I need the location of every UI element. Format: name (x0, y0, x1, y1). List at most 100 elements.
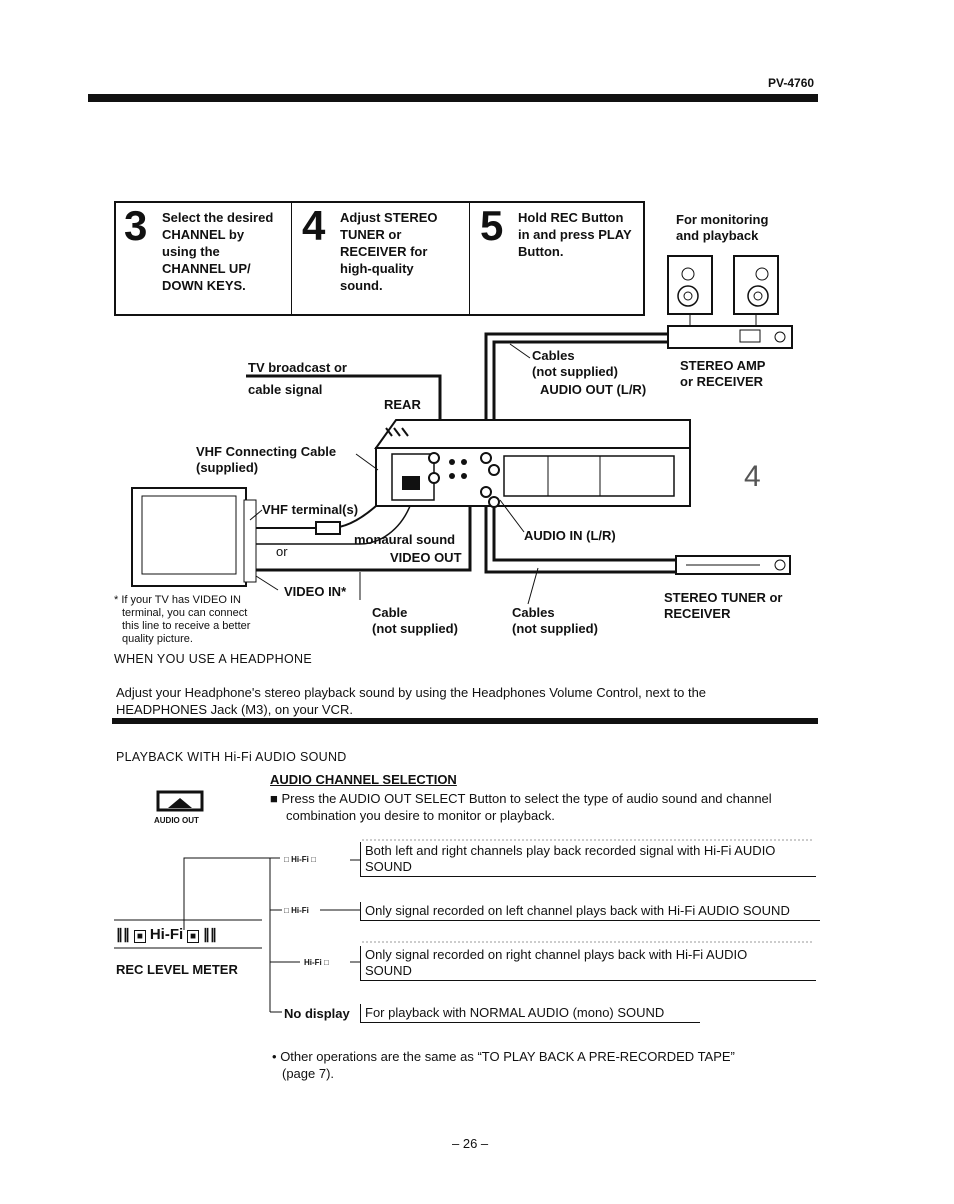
speaker-right-icon (733, 255, 779, 315)
option-line: Only signal recorded on left channel pla… (365, 903, 790, 918)
option-line: SOUND (365, 963, 412, 978)
other-operations-text: • Other operations are the same as “TO P… (272, 1048, 735, 1082)
right-channel-icon: ■ (187, 930, 200, 943)
speaker-left-icon (667, 255, 713, 315)
step-divider (291, 203, 292, 314)
text-line: Press the AUDIO OUT SELECT Button to sel… (281, 791, 772, 806)
option-both-channels: Both left and right channels play back r… (360, 842, 816, 877)
vhf-cable-label: VHF Connecting Cable (supplied) (196, 444, 336, 476)
label-line: Cables (512, 605, 555, 620)
step-line: CHANNEL by (162, 227, 245, 242)
step-number: 4 (302, 202, 326, 249)
cables-top-label: Cables (not supplied) (532, 348, 618, 380)
steps-table: 3 Select the desired CHANNEL by using th… (114, 201, 645, 316)
step-line: sound. (340, 278, 383, 293)
audio-out-button-icon (156, 790, 204, 812)
audio-out-label: AUDIO OUT (L/R) (540, 382, 647, 397)
cable-bottom-label: Cable (not supplied) (372, 605, 458, 637)
footnote: * If your TV has VIDEO IN terminal, you … (114, 594, 250, 646)
bullet-icon: ■ (270, 791, 278, 806)
step-line: Select the desired (162, 210, 274, 225)
indicator-left: □ Hi-Fi (284, 906, 309, 915)
option-normal-audio: For playback with NORMAL AUDIO (mono) SO… (360, 1004, 700, 1023)
footnote-line: this line to receive a better (122, 620, 251, 632)
step-line: Hold REC Button (518, 210, 624, 225)
instruction-text: ■ Press the AUDIO OUT SELECT Button to s… (270, 790, 772, 824)
footnote-line: * If your TV has VIDEO IN (114, 594, 241, 606)
label-line: (supplied) (196, 460, 259, 475)
label-line: (not supplied) (532, 364, 618, 379)
no-display-label: No display (284, 1006, 350, 1021)
label-line: Cable (372, 605, 408, 620)
stereo-amp-label: STEREO AMP or RECEIVER (680, 358, 765, 390)
stereo-tuner-icon (675, 555, 791, 575)
label-line: (not supplied) (512, 621, 598, 636)
rear-label: REAR (384, 397, 421, 412)
step-text: Select the desired CHANNEL by using the … (162, 209, 290, 294)
rec-level-meter-label: REC LEVEL METER (116, 962, 238, 977)
step-4: 4 Adjust STEREO TUNER or RECEIVER for hi… (294, 203, 470, 314)
step-line: TUNER or (340, 227, 402, 242)
step-divider (469, 203, 470, 314)
side-mark: 4 (744, 460, 761, 493)
step-text: Adjust STEREO TUNER or RECEIVER for high… (340, 209, 468, 294)
step-line: DOWN KEYS. (162, 278, 246, 293)
vhf-terminal-label: VHF terminal(s) (262, 502, 359, 517)
meter-hifi-text: Hi-Fi (149, 926, 184, 943)
left-channel-icon: ■ (133, 930, 146, 943)
label-line: Cables (532, 348, 575, 363)
step-line: RECEIVER for (340, 244, 428, 259)
right-channel-icon: □ (311, 855, 316, 864)
or-label: or (276, 544, 288, 559)
tv-icon (131, 487, 257, 587)
top-rule (88, 94, 818, 102)
footnote-line: terminal, you can connect (122, 607, 248, 619)
section-rule (112, 718, 818, 724)
bullet-icon: • (272, 1049, 277, 1064)
text-line: Other operations are the same as “TO PLA… (280, 1049, 735, 1064)
label-line: or RECEIVER (680, 374, 764, 389)
label-line: VHF Connecting Cable (196, 444, 337, 459)
left-channel-icon: □ (284, 855, 289, 864)
step-5: 5 Hold REC Button in and press PLAY Butt… (472, 203, 646, 314)
hifi-small: Hi-Fi (291, 906, 309, 915)
audio-out-icon-label: AUDIO OUT (154, 816, 199, 825)
meter-bars-icon: ∥∥ (202, 926, 217, 942)
step-line: high-quality (340, 261, 414, 276)
video-out-label: VIDEO OUT (390, 550, 462, 565)
monitoring-label: For monitoring and playback (676, 212, 768, 244)
monaural-label: monaural sound (354, 532, 456, 547)
audio-channel-subheading: AUDIO CHANNEL SELECTION (270, 772, 457, 787)
step-line: in and press PLAY (518, 227, 632, 242)
indicator-both: □ Hi-Fi □ (284, 855, 316, 864)
step-text: Hold REC Button in and press PLAY Button… (518, 209, 646, 260)
headphone-text: Adjust your Headphone's stereo playback … (116, 684, 706, 718)
left-channel-icon: □ (284, 906, 289, 915)
step-line: Button. (518, 244, 564, 259)
headphone-heading: WHEN YOU USE A HEADPHONE (114, 652, 312, 666)
meter-display: ∥∥ ■ Hi-Fi ■ ∥∥ (116, 926, 217, 943)
label-line: STEREO TUNER or (664, 590, 783, 605)
option-line: SOUND (365, 859, 412, 874)
step-line: CHANNEL UP/ (162, 261, 251, 276)
hifi-small: Hi-Fi (291, 855, 309, 864)
playback-heading: PLAYBACK WITH Hi-Fi AUDIO SOUND (116, 750, 347, 764)
footnote-line: quality picture. (122, 633, 193, 645)
model-number: PV-4760 (768, 76, 815, 90)
text-line: HEADPHONES Jack (M3), on your VCR. (116, 702, 353, 717)
label-line: RECEIVER (664, 606, 731, 621)
step-line: using the (162, 244, 220, 259)
label-line: For monitoring (676, 212, 769, 227)
video-in-label: VIDEO IN* (284, 584, 347, 599)
text-line: Adjust your Headphone's stereo playback … (116, 685, 707, 700)
stereo-amp-icon (667, 325, 793, 349)
cable-signal-label: cable signal (248, 382, 323, 397)
page-number: – 26 – (452, 1136, 489, 1151)
meter-bars-icon: ∥∥ (116, 926, 130, 942)
right-channel-icon: □ (324, 958, 329, 967)
text-line: (page 7). (282, 1066, 335, 1081)
option-line: For playback with NORMAL AUDIO (mono) SO… (365, 1005, 665, 1020)
text-line: combination you desire to monitor or pla… (286, 808, 555, 823)
label-line: and playback (676, 228, 759, 243)
